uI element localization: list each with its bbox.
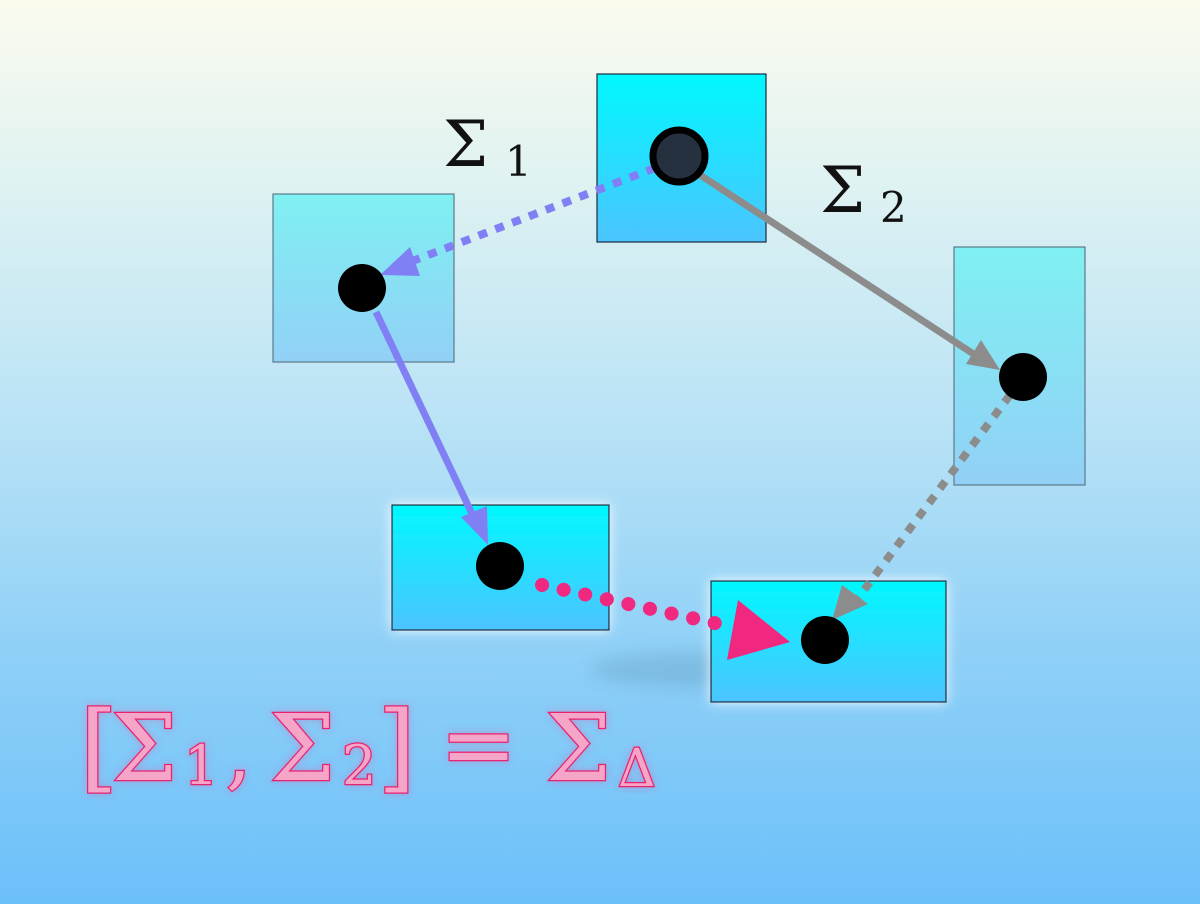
sigma2-dotted-arrow-line (854, 392, 1014, 601)
sigma2-symbol: Σ (820, 154, 865, 228)
eq-close-bracket: ] (378, 691, 415, 803)
sigma1-dotted-arrow-line (408, 164, 657, 266)
sigma1-dotted-arrowhead (380, 247, 420, 276)
eq-sigma-1: Σ (112, 695, 177, 802)
state-dot-right (999, 353, 1047, 401)
state-box-left (272, 193, 455, 363)
delta-arrowhead (727, 600, 790, 660)
delta-dotted-arrow-line (535, 578, 735, 633)
eq-equals: = (440, 691, 517, 798)
eq-subscript-delta: Δ (618, 739, 656, 799)
sigma1-label: Σ 1 (443, 108, 532, 186)
state-dot-left (338, 264, 386, 312)
eq-sigma-2: Σ (270, 695, 335, 802)
eq-sigma-delta: Σ (546, 695, 611, 802)
sigma2-label: Σ 2 (820, 154, 907, 232)
sigma1-symbol: Σ (443, 108, 488, 182)
commutator-equation: [ Σ 1 , Σ 2 ] = Σ Δ (79, 690, 657, 805)
state-dot-middle-lower (476, 542, 524, 590)
state-dot-top (649, 126, 709, 186)
sigma1-subscript: 1 (505, 137, 532, 186)
eq-subscript-2: 2 (342, 734, 376, 797)
eq-comma: , (226, 706, 251, 799)
sigma1-solid-arrow-line (372, 310, 479, 522)
sigma2-solid-arrowhead (966, 340, 1000, 370)
sigma2-dotted-arrowhead (832, 585, 868, 620)
sigma2-solid-arrow-line (698, 172, 977, 358)
sigma2-subscript: 2 (880, 183, 907, 232)
eq-open-bracket: [ (80, 691, 117, 803)
state-dot-bottom-right (801, 616, 849, 664)
eq-subscript-1: 1 (184, 734, 218, 797)
sigma1-solid-arrowhead (461, 506, 488, 545)
